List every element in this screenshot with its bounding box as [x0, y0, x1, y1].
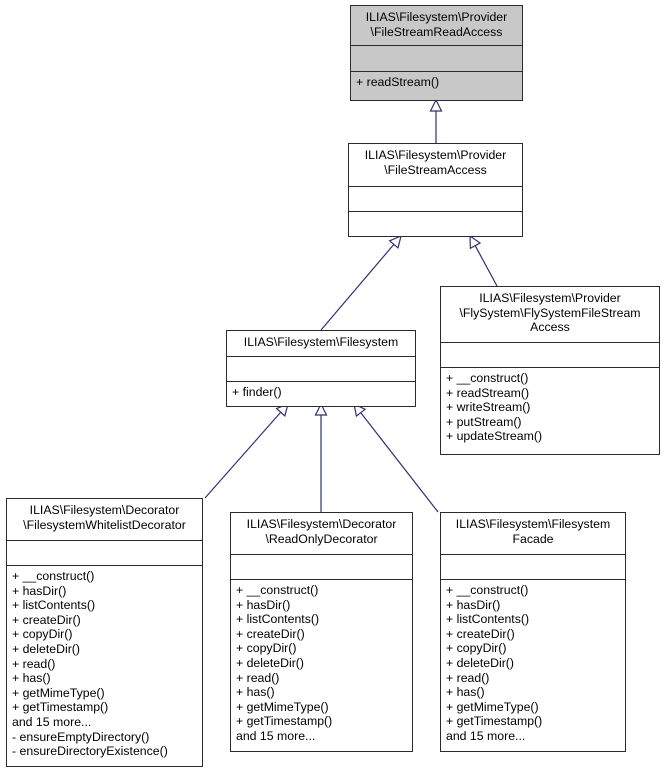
class-attributes-filesystem: [227, 357, 415, 382]
class-operations-fly-system-file-stream-access: + __construct() + readStream() + writeSt…: [446, 371, 543, 444]
edge-flysystem-to-fsa-line: [474, 245, 498, 287]
edge-facade-to-filesystem-line: [360, 412, 439, 513]
class-name-fly-system-file-stream-access: ILIAS\Filesystem\Provider \FlySystem\Fly…: [441, 287, 659, 343]
class-attributes-filesystem-whitelist-decorator: [7, 541, 202, 566]
class-attributes-file-stream-read-access: [351, 46, 522, 72]
class-operations-filesystem: + finder(): [232, 385, 282, 399]
class-name-filesystem-facade: ILIAS\Filesystem\Filesystem Facade: [441, 513, 625, 555]
edge-filesystem-to-fsa-line: [320, 243, 395, 331]
class-operations-filesystem-facade: + __construct() + hasDir() + listContent…: [446, 583, 543, 743]
class-attributes-read-only-decorator: [231, 555, 412, 580]
class-operations-file-stream-access: [349, 212, 522, 236]
class-operations-read-only-decorator: + __construct() + hasDir() + listContent…: [236, 583, 333, 743]
class-attributes-filesystem-facade: [441, 555, 625, 580]
class-name-file-stream-read-access: ILIAS\Filesystem\Provider \FileStreamRea…: [351, 6, 522, 46]
class-operations-file-stream-read-access: + readStream(): [356, 75, 440, 89]
class-operations-filesystem-whitelist-decorator: + __construct() + hasDir() + listContent…: [12, 569, 168, 759]
class-node-filesystem-whitelist-decorator[interactable]: ILIAS\Filesystem\Decorator \FilesystemWh…: [6, 498, 203, 767]
class-attributes-file-stream-access: [349, 187, 522, 212]
class-name-file-stream-access: ILIAS\Filesystem\Provider \FileStreamAcc…: [349, 144, 522, 187]
class-node-fly-system-file-stream-access[interactable]: ILIAS\Filesystem\Provider \FlySystem\Fly…: [440, 286, 660, 455]
class-node-file-stream-access[interactable]: ILIAS\Filesystem\Provider \FileStreamAcc…: [348, 143, 523, 237]
class-node-file-stream-read-access[interactable]: ILIAS\Filesystem\Provider \FileStreamRea…: [350, 5, 523, 101]
class-attributes-fly-system-file-stream-access: [441, 343, 659, 368]
class-name-filesystem-whitelist-decorator: ILIAS\Filesystem\Decorator \FilesystemWh…: [7, 499, 202, 541]
edge-filesystem-to-fsa-arrowhead: [388, 234, 402, 250]
edge-flysystem-to-fsa-arrowhead: [469, 234, 482, 250]
class-node-read-only-decorator[interactable]: ILIAS\Filesystem\Decorator \ReadOnlyDeco…: [230, 512, 413, 752]
class-node-filesystem-facade[interactable]: ILIAS\Filesystem\Filesystem Facade + __co…: [440, 512, 626, 752]
class-name-filesystem: ILIAS\Filesystem\Filesystem: [227, 331, 415, 357]
edge-whitelist-to-filesystem-line: [204, 411, 282, 499]
edge-fsa-to-fsra-arrowhead: [429, 98, 443, 112]
class-name-read-only-decorator: ILIAS\Filesystem\Decorator \ReadOnlyDeco…: [231, 513, 412, 555]
class-node-filesystem[interactable]: ILIAS\Filesystem\Filesystem + finder(): [226, 330, 416, 407]
